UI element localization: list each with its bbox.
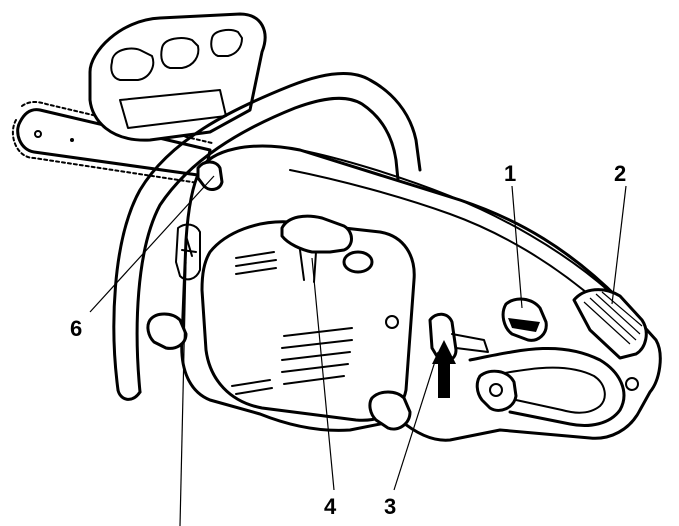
callout-2: 2	[614, 161, 626, 186]
vent-grille	[231, 251, 353, 395]
starter-grip	[280, 214, 374, 283]
front-handle	[112, 71, 422, 401]
callout-1: 1	[504, 161, 516, 186]
front-hand-guard	[88, 12, 267, 142]
guide-bar	[11, 101, 213, 185]
choke-control	[428, 312, 489, 398]
callout-6: 6	[70, 316, 82, 341]
leader-lines	[89, 175, 627, 526]
chain-brake-lever	[501, 297, 548, 342]
callout-labels: 1 2 3 4 6	[70, 161, 626, 519]
callout-4: 4	[324, 494, 337, 519]
chain-oil-area	[175, 160, 224, 281]
bar-nuts	[146, 312, 639, 431]
throttle-lockout	[572, 288, 648, 360]
arrow-up-icon	[432, 340, 456, 398]
callout-3: 3	[384, 494, 396, 519]
